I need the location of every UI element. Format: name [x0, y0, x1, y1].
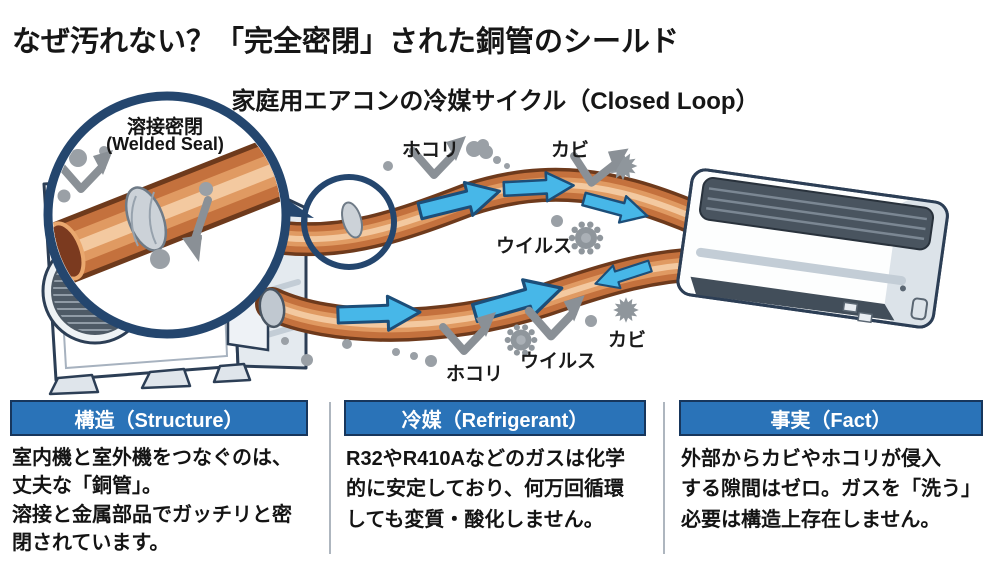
column-body-fact: 外部からカビやホコリが侵入 する隙間はゼロ。ガスを「洗う」 必要は構造上存在しま… — [681, 448, 981, 531]
dust-label-top: ホコリ — [402, 140, 460, 161]
column-header-refrigerant: 冷媒（Refrigerant） — [344, 400, 646, 436]
dust-icon — [57, 146, 213, 269]
mold-icon — [613, 297, 639, 323]
dust-label-bottom: ホコリ — [446, 364, 504, 385]
column-header-fact: 事実（Fact） — [679, 400, 983, 436]
dust-icon — [281, 139, 597, 367]
mold-label-top: カビ — [551, 140, 590, 161]
pipe-joint-circle — [301, 174, 397, 270]
virus-label-bottom: ウイルス — [520, 351, 597, 372]
virus-label-mid: ウイルス — [496, 236, 573, 257]
column-divider — [663, 402, 665, 554]
column-body-structure: 室内機と室外機をつなぐのは、 丈夫な「銅管」。 溶接と金属部品でガッチリと密 閉… — [12, 447, 292, 555]
column-body-refrigerant: R32やR410Aなどのガスは化学 的に安定しており、何万回循環 しても変質・酸… — [346, 448, 625, 531]
welded-seal-label-jp: 溶接密閉 — [126, 117, 203, 138]
unit-feet — [48, 362, 252, 396]
column-divider — [329, 402, 331, 554]
pipe-joint-ring — [341, 201, 363, 239]
virus-icon — [568, 221, 604, 255]
front-louver-slot — [696, 247, 907, 286]
pipe-collar — [258, 287, 286, 329]
mold-label-bottom: カビ — [608, 330, 647, 351]
magnifier-icon — [43, 91, 291, 339]
diagram-subtitle: 家庭用エアコンの冷媒サイクル（Closed Loop） — [231, 88, 760, 115]
welded-seal-label-en: (Welded Seal) — [106, 134, 224, 154]
page-title: なぜ汚れない？「完全密閉」された銅管のシールド — [12, 26, 680, 58]
column-header-structure: 構造（Structure） — [10, 400, 308, 436]
indoor-unit-illustration — [676, 168, 949, 329]
bounce-arrow-icon — [182, 196, 212, 262]
